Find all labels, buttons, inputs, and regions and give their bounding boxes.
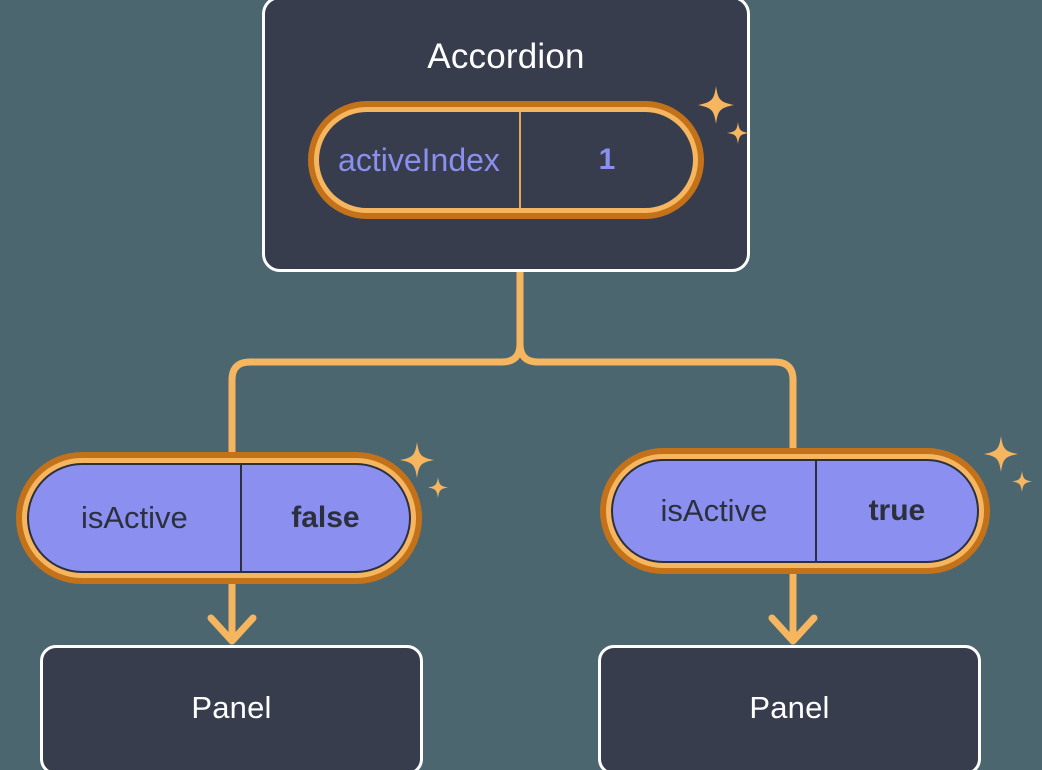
state-pill-active-index[interactable]: activeIndex 1 bbox=[308, 101, 704, 219]
state-value-is-active-left: false bbox=[291, 501, 360, 534]
pill-inner-ring: isActive false bbox=[22, 458, 416, 578]
pill-inner-ring: activeIndex 1 bbox=[314, 107, 698, 213]
pill-body: isActive true bbox=[611, 459, 979, 563]
accordion-title: Accordion bbox=[427, 37, 585, 76]
state-key-is-active-right: isActive bbox=[613, 461, 817, 561]
panel-title-left: Panel bbox=[191, 690, 272, 725]
state-pill-is-active-right[interactable]: isActive true bbox=[600, 448, 990, 574]
pill-body: isActive false bbox=[27, 463, 411, 573]
state-value-is-active-right: true bbox=[868, 494, 926, 527]
connector-fork-path bbox=[228, 268, 524, 459]
state-key-is-active-left: isActive bbox=[29, 465, 242, 571]
panel-component-left[interactable]: Panel bbox=[40, 645, 423, 770]
state-key-active-index: activeIndex bbox=[319, 112, 521, 208]
panel-title-right: Panel bbox=[749, 690, 830, 725]
pill-inner-ring: isActive true bbox=[606, 454, 984, 568]
state-value-active-index: 1 bbox=[598, 143, 616, 176]
arrow-right-state-to-panel bbox=[768, 570, 818, 645]
panel-component-right[interactable]: Panel bbox=[598, 645, 981, 770]
connector-fork-path-right bbox=[516, 340, 797, 456]
state-pill-is-active-left[interactable]: isActive false bbox=[16, 452, 422, 584]
arrow-left-state-to-panel bbox=[207, 580, 257, 645]
pill-body: activeIndex 1 bbox=[319, 112, 693, 208]
